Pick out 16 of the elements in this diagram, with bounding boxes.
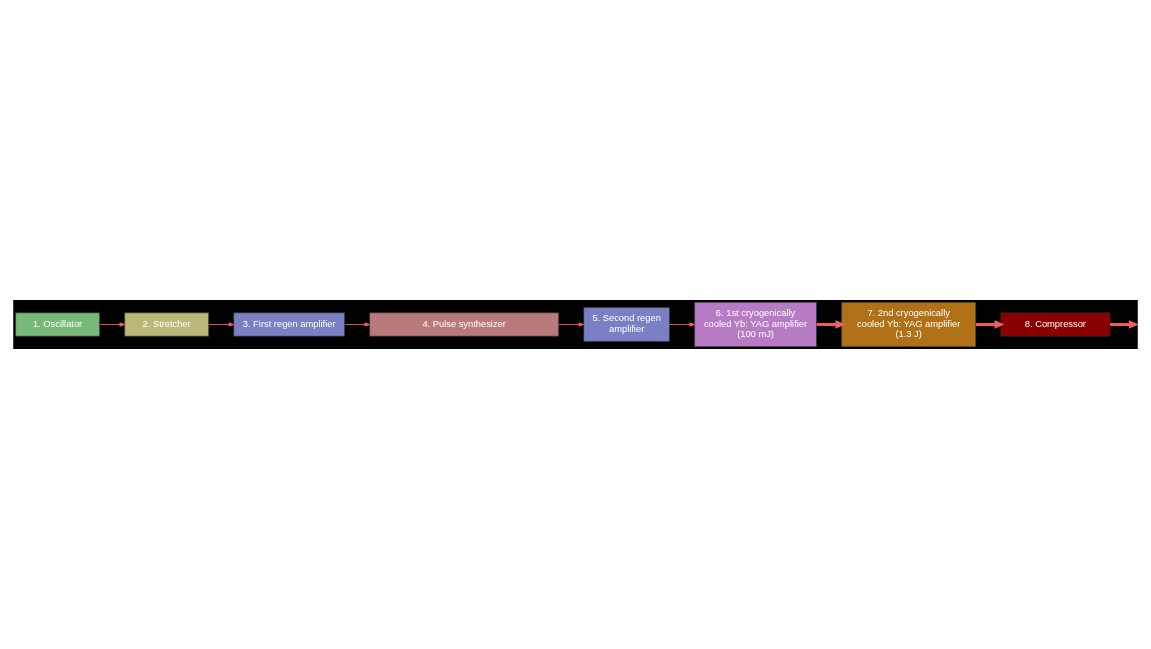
arrow <box>558 322 585 327</box>
arrow <box>99 322 125 327</box>
arrow <box>344 322 370 327</box>
arrow <box>208 322 235 327</box>
node-box: 1. Oscillator <box>15 312 100 337</box>
node-box: 4. Pulse synthesizer <box>369 312 559 337</box>
node-box: 2. Stretcher <box>124 312 209 337</box>
arrow <box>975 320 1005 329</box>
arrow <box>1110 320 1139 329</box>
node-box: 8. Compressor <box>1000 312 1111 337</box>
node-box: 5. Second regen amplifier <box>583 307 670 342</box>
node-box: 3. First regen amplifier <box>233 312 345 337</box>
node-box: 6. 1st cryogenically cooled Yb: YAG amplifier (100 mJ) <box>694 302 817 347</box>
arrow <box>669 322 695 327</box>
arrow <box>816 320 846 329</box>
node-box: 7. 2nd cryogenically cooled Yb: YAG amplifier (1.3 J) <box>841 302 977 347</box>
